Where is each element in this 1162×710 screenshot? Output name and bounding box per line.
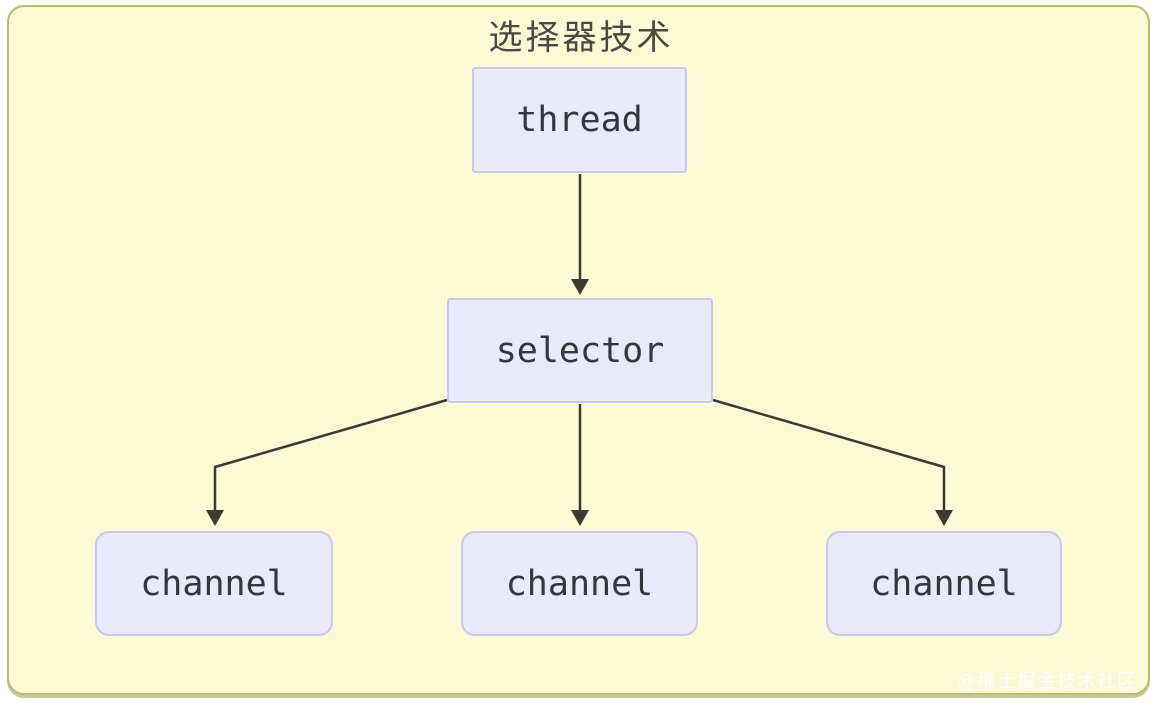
node-channel-center: channel	[461, 531, 698, 636]
node-selector: selector	[447, 298, 713, 403]
watermark: @稀土掘金技术社区	[956, 670, 1137, 692]
node-thread: thread	[472, 67, 687, 173]
diagram-title: 选择器技术	[488, 18, 674, 58]
node-channel-right: channel	[826, 531, 1062, 636]
node-channel-left: channel	[95, 531, 333, 636]
